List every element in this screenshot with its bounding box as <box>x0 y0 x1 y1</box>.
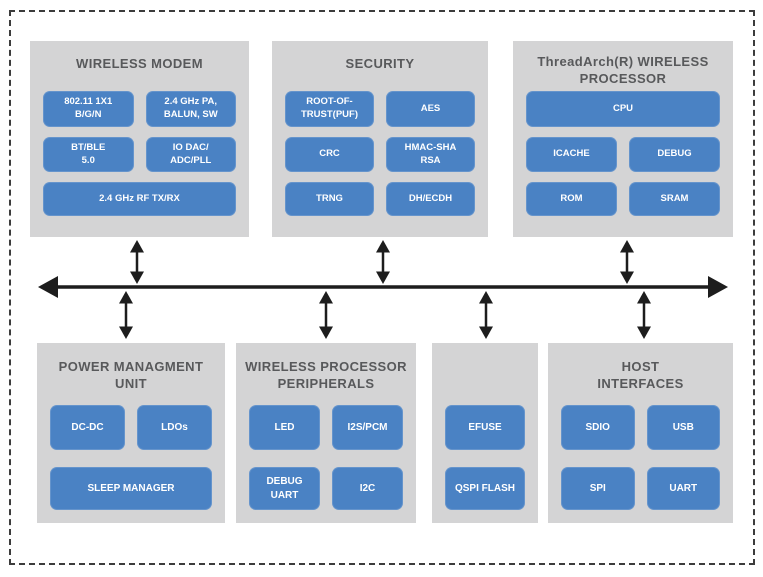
block-row: SPI UART <box>561 467 720 510</box>
module-title-host-interfaces: HOST INTERFACES <box>597 359 684 391</box>
module-threadarch-wireless-processor: ThreadArch(R) WIRELESS PROCESSOR CPU ICA… <box>513 41 733 237</box>
block-efuse: EFUSE <box>445 405 525 450</box>
block-bt-ble-50: BT/BLE 5.0 <box>43 137 134 172</box>
module-memory: EFUSE QSPI FLASH <box>432 343 538 523</box>
block-row: QSPI FLASH <box>445 467 525 510</box>
block-i2s-pcm: I2S/PCM <box>332 405 403 450</box>
block-hmac-sha-rsa: HMAC-SHA RSA <box>386 137 475 172</box>
module-title-wireless-modem: WIRELESS MODEM <box>76 56 203 71</box>
dashed-chip-boundary <box>9 10 755 565</box>
module-power-management-unit: POWER MANAGMENT UNIT DC-DC LDOs SLEEP MA… <box>37 343 225 523</box>
block-row: ICACHE DEBUG <box>526 137 720 172</box>
module-security: SECURITY ROOT-OF- TRUST(PUF) AES CRC HMA… <box>272 41 488 237</box>
block-root-of-trust-puf: ROOT-OF- TRUST(PUF) <box>285 91 374 127</box>
block-io-dac-adc-pll: IO DAC/ ADC/PLL <box>145 137 236 172</box>
block-row: EFUSE <box>445 405 525 450</box>
block-sdio: SDIO <box>561 405 635 450</box>
block-row: ROM SRAM <box>526 182 720 216</box>
block-icache: ICACHE <box>526 137 617 172</box>
block-led: LED <box>249 405 320 450</box>
block-24ghz-pa-balun-sw: 2.4 GHz PA, BALUN, SW <box>145 91 236 127</box>
module-title-peripherals: WIRELESS PROCESSOR PERIPHERALS <box>245 359 407 391</box>
module-wireless-processor-peripherals: WIRELESS PROCESSOR PERIPHERALS LED I2S/P… <box>236 343 416 523</box>
block-row: BT/BLE 5.0 IO DAC/ ADC/PLL <box>43 137 236 172</box>
module-title-security: SECURITY <box>345 56 415 71</box>
block-dh-ecdh: DH/ECDH <box>386 182 475 216</box>
module-wireless-modem: WIRELESS MODEM 802.11 1X1 B/G/N 2.4 GHz … <box>30 41 249 237</box>
block-ldos: LDOs <box>137 405 212 450</box>
block-qspi-flash: QSPI FLASH <box>445 467 525 510</box>
block-row: LED I2S/PCM <box>249 405 403 450</box>
block-sram: SRAM <box>629 182 720 216</box>
block-spi: SPI <box>561 467 635 510</box>
block-dc-dc: DC-DC <box>50 405 125 450</box>
block-row: SLEEP MANAGER <box>50 467 212 510</box>
block-sleep-manager: SLEEP MANAGER <box>50 467 212 510</box>
block-aes: AES <box>386 91 475 127</box>
block-row: 2.4 GHz RF TX/RX <box>43 182 236 216</box>
block-row: ROOT-OF- TRUST(PUF) AES <box>285 91 475 127</box>
module-host-interfaces: HOST INTERFACES SDIO USB SPI UART <box>548 343 733 523</box>
module-title-threadarch: ThreadArch(R) WIRELESS PROCESSOR <box>537 54 709 86</box>
module-title-pmu: POWER MANAGMENT UNIT <box>58 359 204 391</box>
block-cpu: CPU <box>526 91 720 127</box>
block-trng: TRNG <box>285 182 374 216</box>
block-row: TRNG DH/ECDH <box>285 182 475 216</box>
block-i2c: I2C <box>332 467 403 510</box>
block-row: DEBUG UART I2C <box>249 467 403 510</box>
block-80211-1x1-bgn: 802.11 1X1 B/G/N <box>43 91 134 127</box>
block-row: SDIO USB <box>561 405 720 450</box>
block-uart: UART <box>646 467 720 510</box>
block-debug: DEBUG <box>629 137 720 172</box>
block-row: 802.11 1X1 B/G/N 2.4 GHz PA, BALUN, SW <box>43 91 236 127</box>
block-crc: CRC <box>285 137 374 172</box>
block-debug-uart: DEBUG UART <box>249 467 320 510</box>
block-row: CPU <box>526 91 720 127</box>
block-row: DC-DC LDOs <box>50 405 212 450</box>
block-row: CRC HMAC-SHA RSA <box>285 137 475 172</box>
block-24ghz-rf-txrx: 2.4 GHz RF TX/RX <box>43 182 236 216</box>
block-rom: ROM <box>526 182 617 216</box>
block-usb: USB <box>646 405 720 450</box>
